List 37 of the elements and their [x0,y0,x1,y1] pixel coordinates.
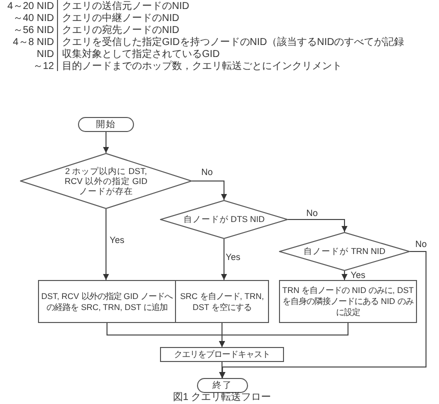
table-cell: 4～8 NID [12,36,54,48]
table-cell: クエリの送信元ノードのNID [62,0,190,12]
arrow [103,208,109,280]
table-cell: ～12 [32,60,54,72]
process-box: クエリをブロードキャスト [160,347,284,362]
process-box: TRN を自ノードの NID のみに, DST を自身の隣接ノードにある NID のみに設定 [279,280,417,323]
table-cell: ～56 NID [12,24,54,36]
decision-diamond: 2 ホップ以内に DST, RCV 以外の指定 GID ノードが存在 [20,153,192,209]
table-cell: ～40 NID [12,12,54,24]
edge-label: No [414,239,428,249]
process-box: SRC を自ノード, TRN, DST を空にする [175,280,269,323]
edge-label: No [200,167,214,177]
edge-label: Yes [108,235,126,245]
arrow [221,238,227,280]
figure-caption: 図1 クエリ転送フロー [172,392,272,403]
table-cell: NID [36,48,54,60]
edge-label: Yes [224,252,242,262]
terminal-box: 終了 [197,378,248,393]
table-cell: 収集対象として指定されているGID [62,48,220,60]
edge-label: Yes [350,270,366,280]
arrow [342,270,348,280]
table-cell: 目的ノードまでのホップ数，クエリ転送ごとにインクリメント [62,60,342,72]
table-cell: クエリの宛先ノードのNID [62,24,180,36]
process-box: DST, RCV 以外の指定 GID ノードへの経路を SRC, TRN, DST に追加 [38,280,176,323]
table-cell: クエリを受信した指定GIDを持つノードのNID（該当するNIDのすべてが記録 [62,36,404,48]
arrow [219,322,348,348]
table-cell: クエリの中継ノードのNID [62,12,180,24]
arrow [219,362,225,378]
decision-diamond: 自ノードが DTS NID [160,200,288,239]
edge-label: No [305,208,319,218]
table-cell: 4～20 NID [7,0,54,12]
arrow [220,251,426,378]
arrow [103,132,109,154]
terminal-box: 開始 [78,117,134,132]
arrow [192,180,227,200]
arrow [288,219,348,232]
decision-diamond: 自ノードが TRN NID [279,232,410,271]
